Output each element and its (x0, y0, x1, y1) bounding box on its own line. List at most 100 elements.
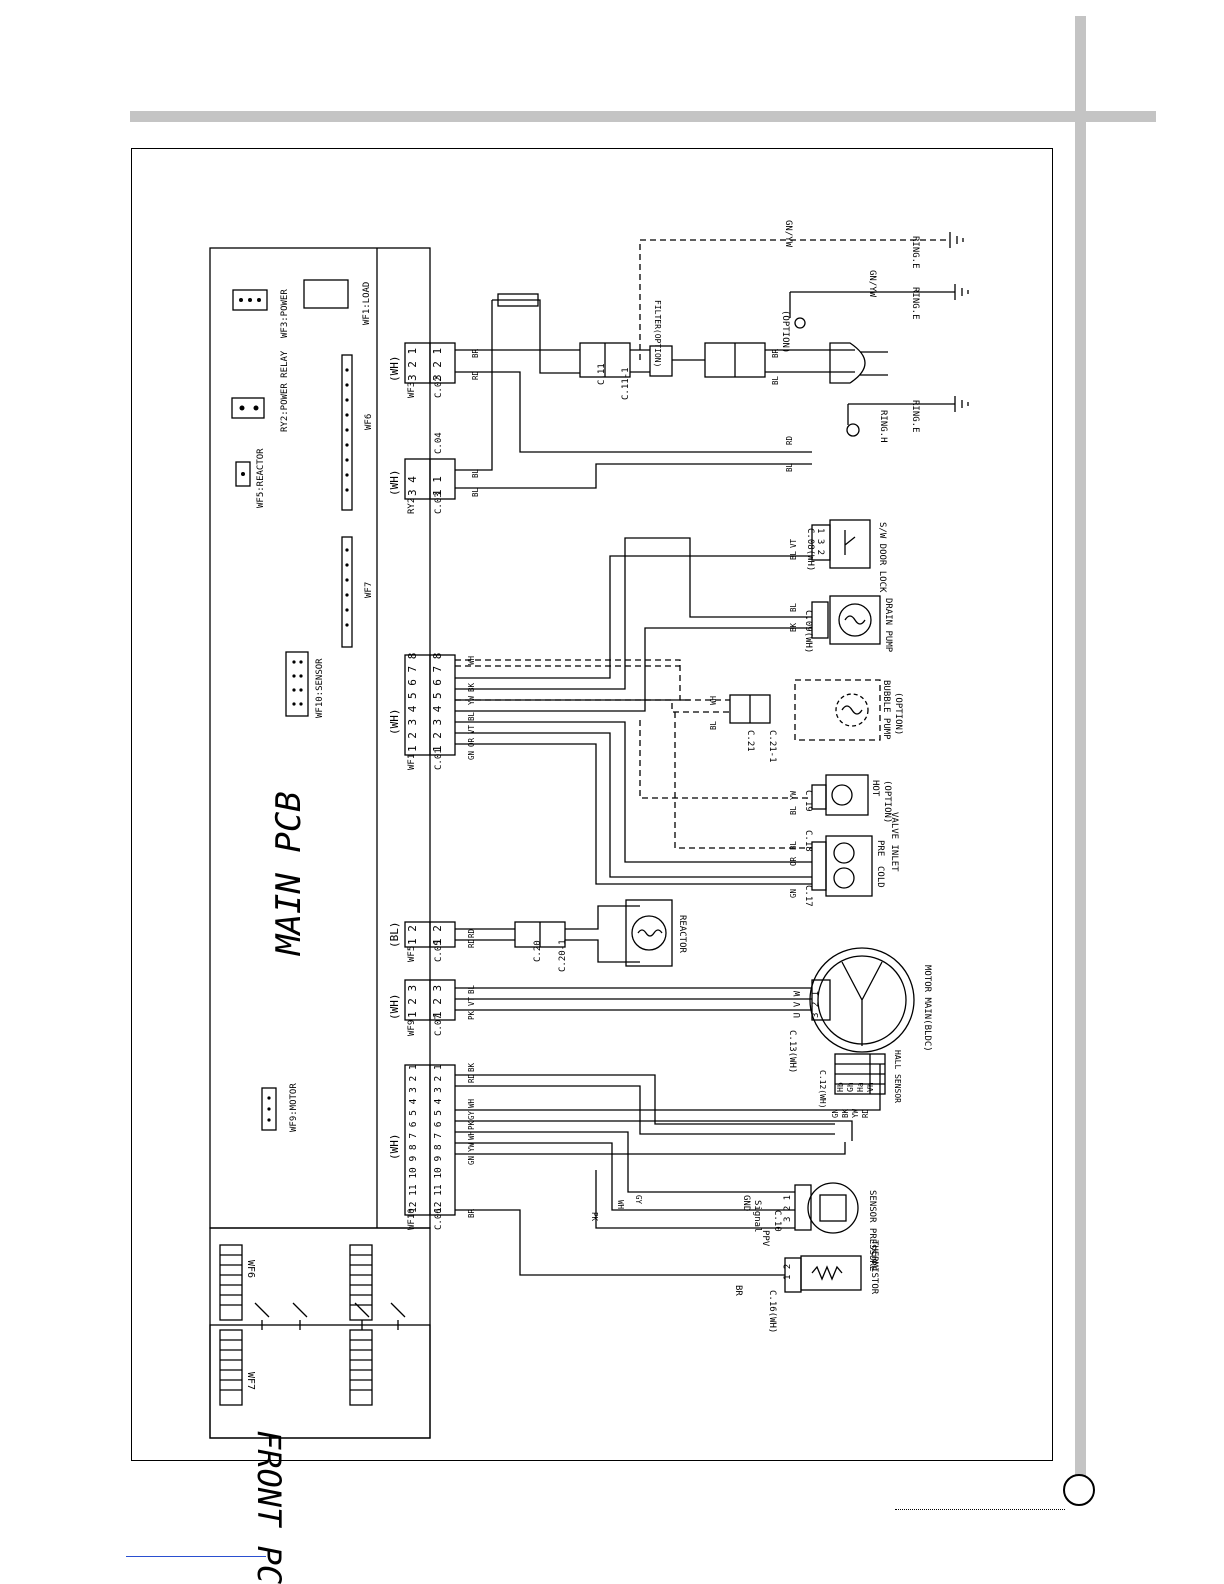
wire-code-ry2-bl2: BL (471, 487, 480, 497)
front-area (209, 1227, 431, 1439)
ground-label-2: RING.E (910, 287, 920, 320)
wire-code-wf9-vt: VT (467, 996, 476, 1006)
conn-wf9-housing: (WH) (388, 994, 401, 1021)
connector-blocks (404, 342, 456, 1216)
thermistor-pins: 1 2 (783, 1264, 793, 1280)
conn-wf1-pins: 1 2 3 4 5 6 7 8 (406, 653, 419, 752)
pressure-pins: 3 2 1 (783, 1195, 793, 1222)
onboard-parts (231, 279, 353, 1131)
label-wf6: WF6 (364, 414, 374, 430)
wire-code-wf3-br: BR (471, 348, 480, 358)
conn-wf9-pins-mate: 1 2 3 (431, 985, 444, 1018)
drain-pump-conn: C.09(WH) (803, 610, 813, 653)
wire-code-lock-bl: BL (789, 550, 798, 560)
conn-wf10-pins-mate: 12 11 10 9 8 7 6 5 4 3 2 1 (433, 1064, 444, 1213)
motor-conn: C.13(WH) (787, 1030, 797, 1073)
label-wf9-motor: WF9:MOTOR (289, 1083, 299, 1132)
hot-valve-conn: C.19 (803, 790, 813, 812)
wire-code-press-wh: WH (616, 1200, 625, 1210)
hall-pin-vh: Vh (866, 1082, 875, 1092)
bubble-pump-conn-2: C.21-1 (767, 730, 777, 763)
thermistor-label: THERMISTOR (869, 1240, 879, 1295)
wire-code-wf9-pk: PK (467, 1010, 476, 1020)
label-wf7: WF7 (364, 582, 374, 598)
page-dotted-line (895, 1509, 1065, 1510)
label-wf10-sensor: WF10:SENSOR (315, 658, 325, 718)
filter-label: FILTER(OPTION) (653, 300, 662, 367)
reactor (625, 899, 673, 967)
reactor-label: REACTOR (677, 915, 687, 954)
conn-wf5-housing: (BL) (388, 922, 401, 949)
fuse-conn-c11: C.11 (597, 363, 607, 385)
conn-wf5-pins: 1 2 (406, 925, 419, 945)
wire-code-wf10-wh: WH (467, 1130, 476, 1140)
front-conn-wf6: WF6 (245, 1260, 256, 1278)
door-lock-label: S/W DOOR LOCK (877, 522, 887, 593)
wire-code-hall-yw: YW (851, 1108, 860, 1118)
wire-code-wf9-bl: BL (467, 984, 476, 994)
conn-wf5-name: WF5 (407, 946, 417, 962)
wire-code-hot-yw: YW (789, 790, 798, 800)
conn-ry2-pins: 3 4 (406, 476, 419, 496)
front-pcb-label: FRONT PCB (250, 1430, 288, 1584)
front-conn-wf7: WF7 (245, 1372, 256, 1390)
conn-wf5-pins-mate: 1 2 (431, 925, 444, 945)
pressure-signal: Signal (752, 1200, 762, 1233)
main-pcb-label: MAIN PCB (269, 791, 309, 956)
hall-sensor-conn: C.12(WH) (818, 1070, 827, 1109)
conn-ry2-name: RY2 (407, 498, 417, 514)
wire-code-drain-bl: BL (789, 602, 798, 612)
conn-ry2-housing: (WH) (388, 470, 401, 497)
thermistor-conn: C.16(WH) (767, 1290, 777, 1333)
wire-code-valve-or: OR (789, 856, 798, 866)
wire-code-wf1-bl: BL (467, 711, 476, 721)
wire-code-wf3-rd: RD (471, 370, 480, 380)
conn-wf1-housing: (WH) (388, 709, 401, 736)
wire-code-press-gy: GY (634, 1195, 643, 1205)
pressure-conn: C.10 (772, 1210, 782, 1232)
wire-code-ry2-bl1: BL (471, 468, 480, 478)
top-rail (130, 111, 1156, 122)
wires (455, 293, 881, 1276)
conn-wf9-pins: 1 2 3 (406, 985, 419, 1018)
conn-wf10-name: WF10 (407, 1208, 417, 1230)
conn-wf9-name: WF9 (407, 1020, 417, 1036)
conn-wf3-mate: C.02 (434, 376, 444, 398)
conn-wf10-housing: (WH) (388, 1134, 401, 1161)
wire-code-lock-vt: VT (789, 538, 798, 548)
page-number-circle (1063, 1474, 1095, 1506)
hot-valve-label: HOT (870, 780, 880, 797)
reactor-conn-c20-1: C.20-1 (558, 939, 568, 972)
motor (809, 947, 915, 1053)
motor-label: MOTOR MAIN(BLDC) (922, 965, 932, 1052)
conn-wf1-pins-mate: 1 2 3 4 5 6 7 8 (431, 653, 444, 752)
valve-inlet (811, 835, 873, 897)
conn-wf1-name: WF1 (407, 754, 417, 770)
wire-code-wf10-gn: GN (467, 1156, 476, 1165)
valve-cold-label: COLD (875, 866, 885, 888)
wire-code-bubble-bl: BL (709, 720, 718, 730)
thermistor (784, 1255, 862, 1293)
wire-code-drain-bk: BK (789, 622, 798, 632)
hot-valve-option: (OPTION) (882, 780, 892, 823)
hot-valve (811, 774, 869, 816)
front-pcb-box (209, 1324, 431, 1439)
wire-code-wf1-gn: GN (467, 751, 476, 760)
hall-sensor (834, 1053, 886, 1095)
pressure-sensor (794, 1182, 859, 1234)
wire-code-wf5-rd1: RD (467, 928, 476, 938)
label-wf5-reactor: WF5:REACTOR (256, 448, 266, 508)
wire-code-wf1-vt: VT (467, 724, 476, 734)
wire-code-hall-bk: BK (841, 1108, 850, 1118)
conn-wf3-housing: (WH) (388, 356, 401, 383)
front-headers (219, 1244, 406, 1406)
main-pcb-box (209, 247, 431, 1229)
bubble-pump (729, 693, 869, 727)
ground-label-3: RING.E (910, 400, 920, 433)
valve-pre-label: PRE (875, 840, 885, 856)
wire-code-hall-gn: GN (831, 1109, 840, 1118)
label-ry2-relay: RY2:POWER RELAY (280, 350, 290, 432)
bubble-pump-label: BUBBLE PUMP (881, 680, 891, 740)
valve-conn-c17: C.17 (803, 885, 813, 907)
